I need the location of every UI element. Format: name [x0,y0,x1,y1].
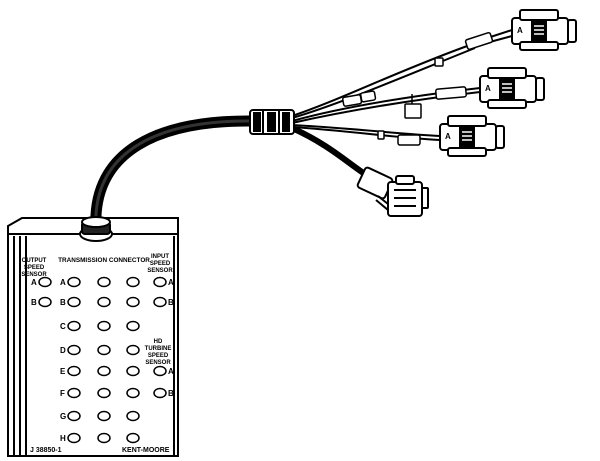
output-sensor-pins: A B [31,276,52,308]
pin-jack [67,432,81,444]
turbine-pin-label-a: A [168,367,174,376]
turbine-label-line-2: TURBINE [145,346,172,352]
center-pin-label-b: B [60,298,66,307]
pin-jack [67,296,81,308]
pin-jack [126,276,140,288]
input-pin-b [153,296,167,308]
input-pin-a [153,276,167,288]
pin-jack [97,344,111,356]
input-pin-label-a: A [168,278,174,287]
output-label-line-2: SPEED [24,265,45,271]
input-label-line-2: SPEED [150,261,171,267]
pin-jack [67,344,81,356]
pin-jack [67,320,81,332]
output-label-line-3: SENSOR [21,272,47,278]
connector-top-pin-label: A [517,26,523,35]
pin-jack [126,365,140,377]
breakout-sleeve [249,109,295,135]
output-speed-sensor-label: OUTPUT SPEED SENSOR [21,258,47,278]
center-pin-label-h: H [60,434,66,443]
pin-jack [97,320,111,332]
pin-jack [97,387,111,399]
hd-turbine-speed-sensor-label: HD TURBINE SPEED SENSOR [145,339,172,366]
pin-jack [97,410,111,422]
input-speed-sensor-label: INPUT SPEED SENSOR [147,254,173,274]
center-pin-label-c: C [60,322,66,331]
pin-jack [126,344,140,356]
pin-jack [67,387,81,399]
part-number: J 38850-1 [30,447,62,454]
input-label-line-3: SENSOR [147,268,173,274]
turbine-label-line-3: SPEED [148,353,169,359]
pin-jack [97,276,111,288]
pin-jack [67,365,81,377]
connector-second [479,67,545,109]
connector-third [439,115,505,157]
transmission-connector-title: TRANSMISSION CONNECTOR [58,257,150,264]
pin-jack [97,432,111,444]
center-pin-label-e: E [60,367,66,376]
input-pin-label-b: B [168,298,174,307]
cable-grommet [79,216,113,242]
connector-third-pin-label: A [445,132,451,141]
pin-jack [126,432,140,444]
connector-second-pin-label: A [485,84,491,93]
pin-jack [97,365,111,377]
pin-jack [97,296,111,308]
center-pin-labels: A B C D E F G H [60,278,66,443]
pin-jack [67,276,81,288]
pin-jack [67,410,81,422]
output-label-line-1: OUTPUT [22,258,47,264]
pin-jack [126,296,140,308]
turbine-sensor-pins: A B [153,365,174,399]
turbine-pin-a [153,365,167,377]
wire-sleeves [342,31,494,146]
input-label-line-1: INPUT [151,254,169,260]
connector-bottom [356,166,429,217]
center-pin-label-d: D [60,346,66,355]
main-cable [90,115,258,234]
pin-jack [126,410,140,422]
test-box [7,217,179,457]
turbine-pin-label-b: B [168,389,174,398]
center-pin-label-f: F [60,389,65,398]
brand-label: KENT-MOORE [122,447,170,454]
pin-jack [126,387,140,399]
input-sensor-pins: A B [153,276,174,308]
output-pin-label-a: A [31,278,37,287]
pin-jack [126,320,140,332]
turbine-label-line-1: HD [154,339,163,345]
output-pin-label-b: B [31,298,37,307]
center-pin-label-a: A [60,278,66,287]
output-pin-b [38,296,52,308]
connector-top [511,9,577,51]
center-pin-label-g: G [60,412,66,421]
turbine-label-line-4: SENSOR [145,360,171,366]
output-pin-a [38,276,52,288]
turbine-pin-b [153,387,167,399]
center-pin-grid [67,276,140,444]
